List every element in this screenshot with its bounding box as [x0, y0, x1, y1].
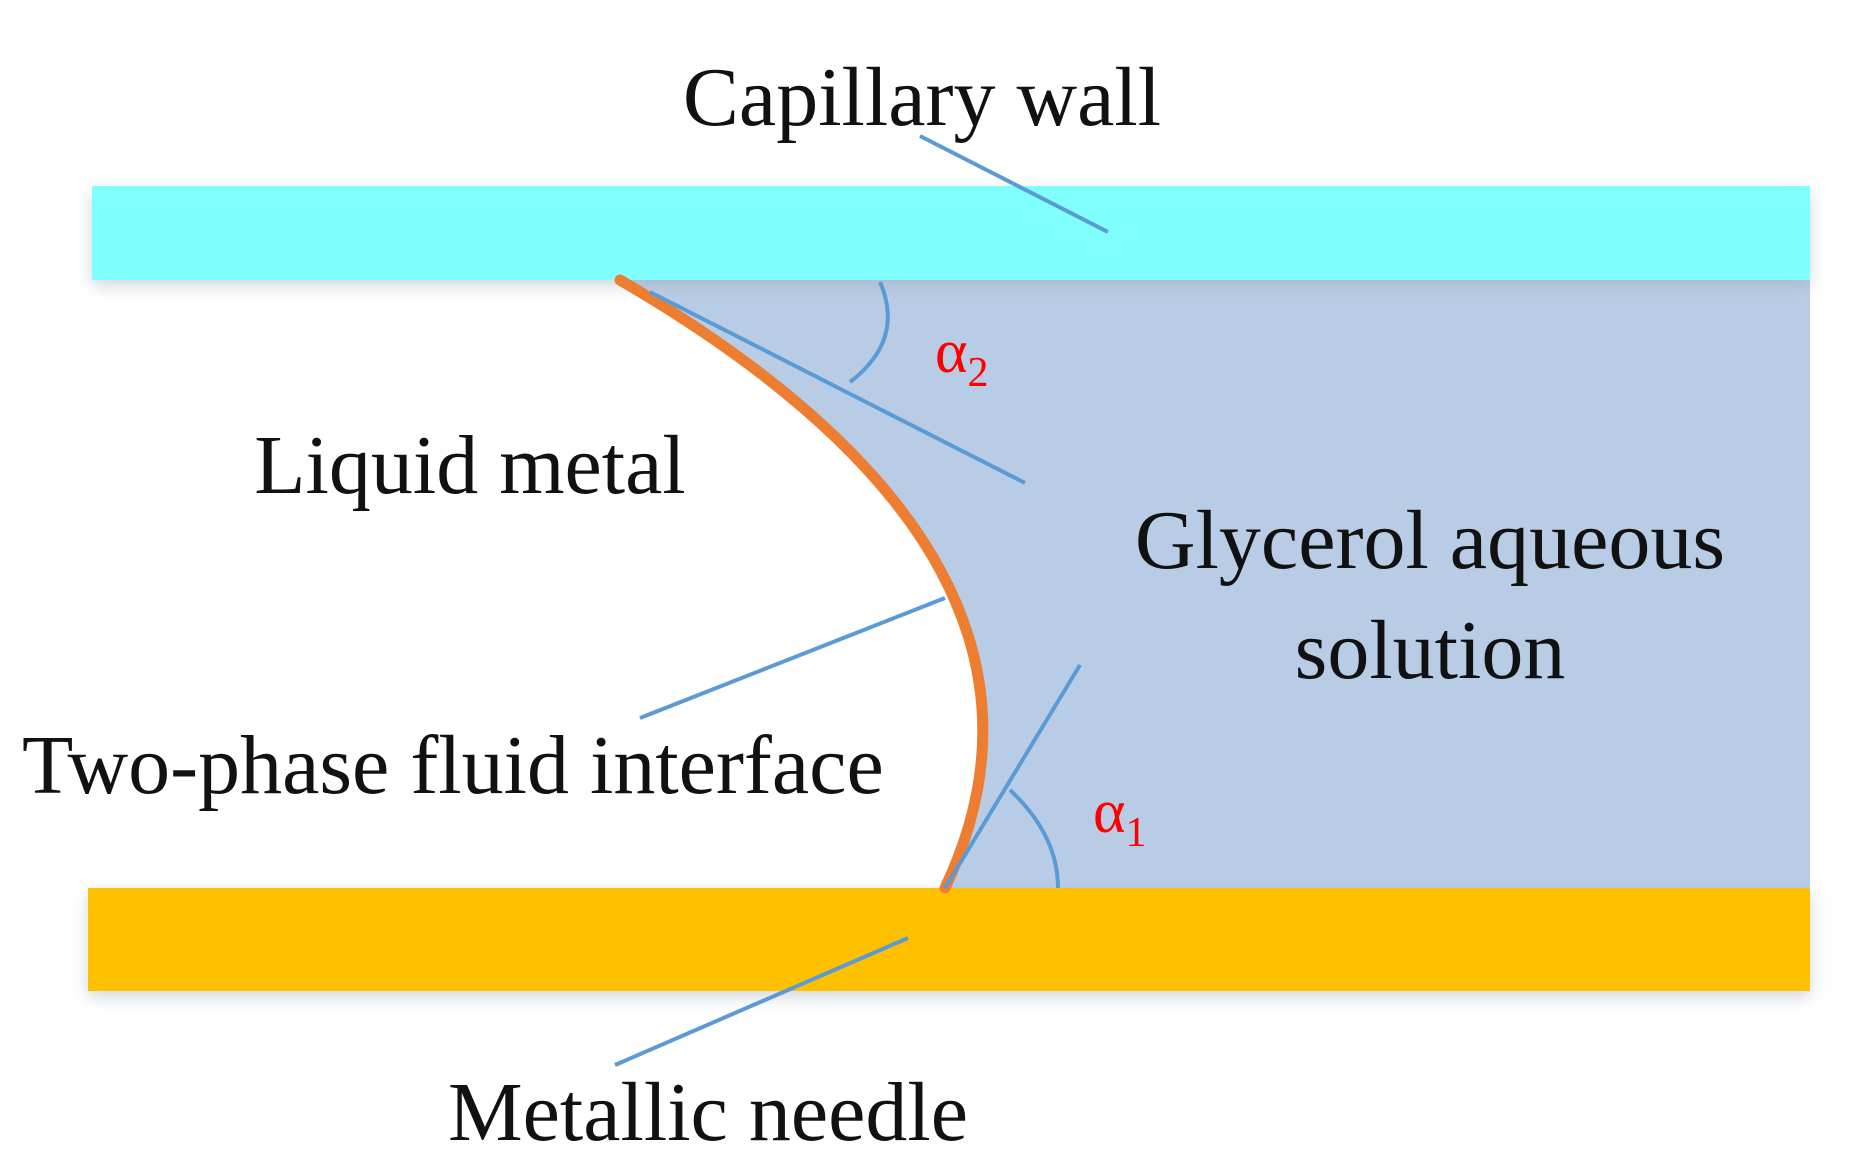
glycerol-solution-label-line1: Glycerol aqueous: [1135, 494, 1725, 587]
needle-label: Metallic needle: [448, 1066, 968, 1159]
capillary-wall-leader-line: [919, 134, 1109, 234]
glycerol-solution-label-line2: solution: [1295, 604, 1566, 697]
alpha1-label: α1: [1093, 778, 1146, 856]
interface-leader-line: [639, 596, 946, 720]
needle-leader-line: [614, 936, 909, 1067]
tangent-line-bottom: [943, 663, 1082, 890]
alpha2-arc: [848, 281, 890, 384]
alpha2-label: α2: [935, 318, 988, 396]
capillary-wall-bar: [92, 186, 1810, 280]
capillary-wall-label: Capillary wall: [683, 51, 1161, 144]
tangent-line-top: [649, 290, 1026, 485]
two-phase-interface-curve: [614, 274, 989, 894]
liquid-metal-label: Liquid metal: [254, 419, 686, 512]
interface-label: Two-phase fluid interface: [22, 719, 884, 812]
alpha1-arc: [1008, 788, 1060, 889]
glycerol-solution-region: [620, 280, 1810, 888]
metallic-needle-bar: [88, 888, 1810, 991]
